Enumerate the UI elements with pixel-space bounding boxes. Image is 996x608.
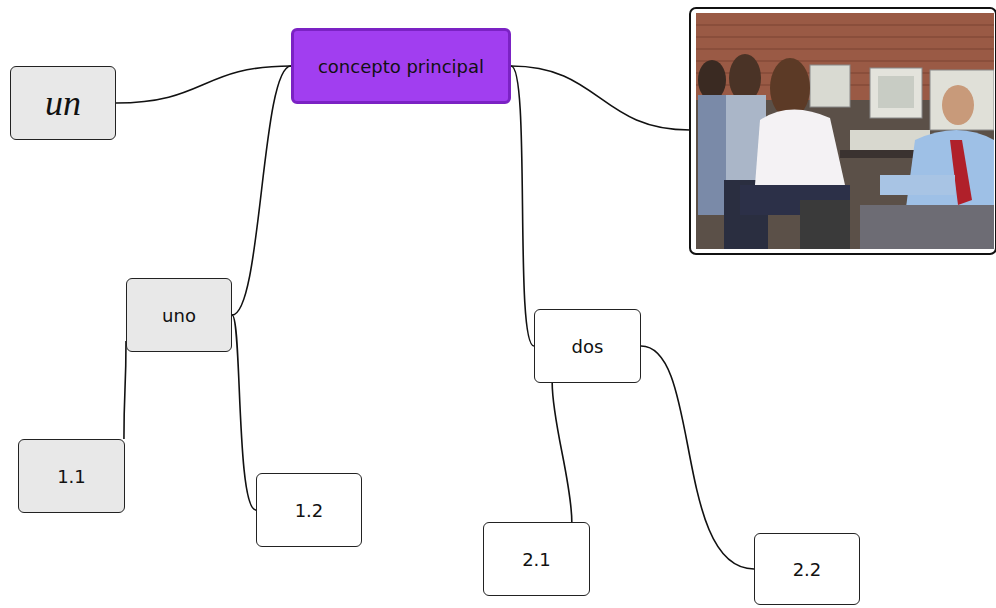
node-label: un (45, 82, 81, 124)
node-label: 1.2 (295, 500, 324, 521)
main-concept-box: concepto principal (291, 28, 511, 104)
node-label: 2.1 (522, 549, 551, 570)
connector (511, 66, 534, 346)
photo-frame (690, 8, 996, 254)
subconcept-box: 2.1 (483, 522, 590, 596)
concept-box: uno (126, 278, 232, 352)
connector (116, 66, 291, 103)
node-label: 2.2 (793, 559, 822, 580)
connector (124, 341, 126, 439)
node-label: concepto principal (318, 56, 484, 77)
node-label: uno (162, 305, 196, 326)
connector (232, 315, 256, 510)
subconcept-box: 1.2 (256, 473, 362, 547)
photo-scene (696, 13, 994, 249)
node-label: 1.1 (57, 466, 86, 487)
image-connector (511, 66, 690, 130)
connector (552, 383, 572, 522)
connector (641, 346, 754, 569)
handwritten-box: un (10, 66, 116, 140)
subconcept-box: 1.1 (18, 439, 125, 513)
concept-box: dos (534, 309, 641, 383)
node-label: dos (572, 336, 604, 357)
subconcept-box: 2.2 (754, 533, 860, 605)
connector (232, 66, 291, 315)
